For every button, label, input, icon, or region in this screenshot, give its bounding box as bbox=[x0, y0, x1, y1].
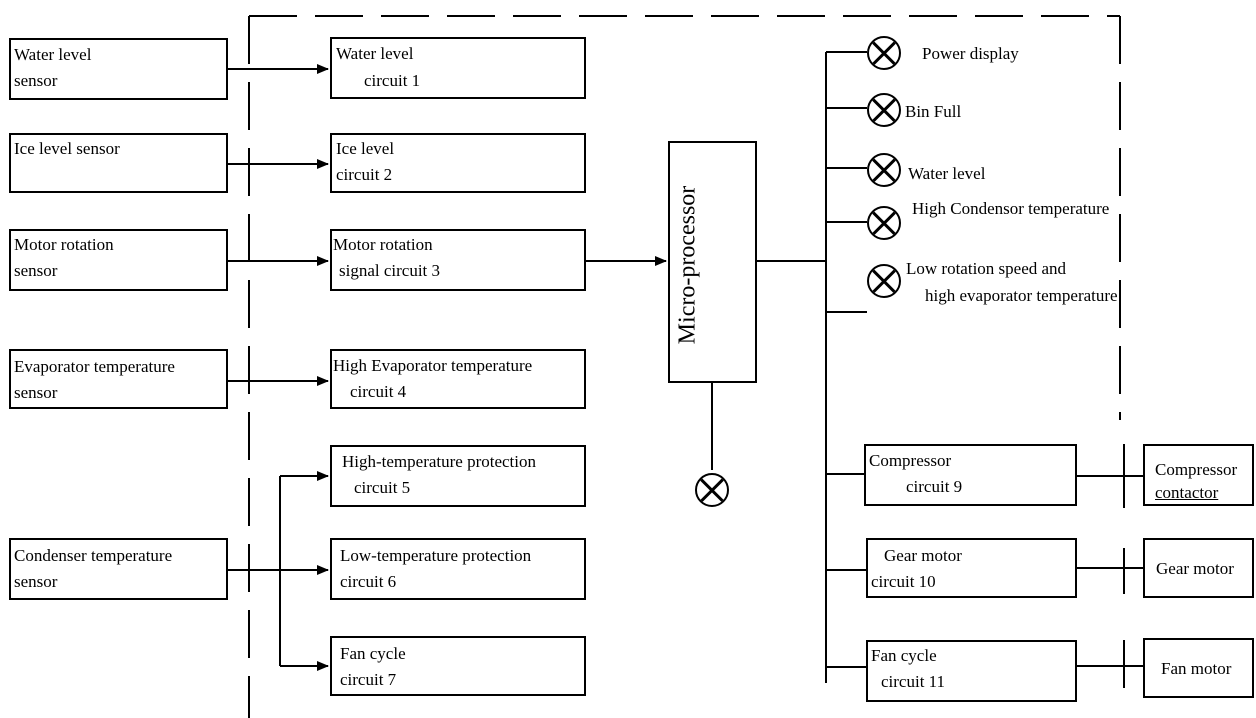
ice-level-sensor-box: Ice level sensor bbox=[9, 133, 228, 193]
compressor-circuit-9: Compressor circuit 9 bbox=[864, 444, 1077, 506]
bin-full-label: Bin Full bbox=[905, 102, 962, 121]
fan-motor-label: Fan motor bbox=[1161, 659, 1232, 678]
compressor-contactor-box: Compressor contactor bbox=[1143, 444, 1254, 506]
circuit-1-label-2: circuit 1 bbox=[364, 71, 421, 90]
ice-level-sensor-label: Ice level sensor bbox=[14, 139, 120, 158]
circuit-3-label-2: signal circuit 3 bbox=[339, 261, 441, 280]
circuit-10-label-2: circuit 10 bbox=[871, 572, 936, 591]
condenser-sensor-label-2: sensor bbox=[14, 572, 58, 591]
circuit-1-label-1: Water level bbox=[336, 44, 414, 63]
high-evaporator-temperature-circuit-4: High Evaporator temperature circuit 4 bbox=[330, 349, 586, 409]
circuit-7-label-1: Fan cycle bbox=[340, 644, 406, 663]
buzzer-lamp-icon bbox=[695, 473, 729, 507]
compressor-contactor-label-1: Compressor bbox=[1155, 460, 1238, 479]
condenser-temperature-sensor-box: Condenser temperature sensor bbox=[9, 538, 228, 600]
high-condensor-label: High Condensor temperature bbox=[912, 199, 1110, 218]
power-display-label: Power display bbox=[922, 44, 1019, 63]
dashed-enclosure bbox=[248, 15, 1121, 718]
compressor-contactor-label-2: contactor bbox=[1155, 483, 1219, 502]
circuit-5-label-2: circuit 5 bbox=[354, 478, 411, 497]
circuit-6-label-1: Low-temperature protection bbox=[340, 546, 532, 565]
motor-rotation-sensor-box: Motor rotation sensor bbox=[9, 229, 228, 291]
high-condensor-lamp-icon bbox=[867, 206, 901, 240]
circuit-3-label-1: Motor rotation bbox=[333, 235, 433, 254]
gear-motor-box: Gear motor bbox=[1143, 538, 1254, 598]
circuit-9-label-2: circuit 9 bbox=[906, 477, 963, 496]
fan-motor-box: Fan motor bbox=[1143, 638, 1254, 698]
low-rotation-lamp-icon bbox=[867, 264, 901, 298]
low-rotation-label-1: Low rotation speed and bbox=[906, 259, 1067, 278]
water-level-lamp-icon bbox=[867, 153, 901, 187]
circuit-4-label-1: High Evaporator temperature bbox=[333, 356, 533, 375]
low-rotation-label-2: high evaporator temperature bbox=[925, 286, 1118, 305]
microprocessor-box bbox=[668, 141, 757, 383]
evaporator-temperature-sensor-box: Evaporator temperature sensor bbox=[9, 349, 228, 409]
low-temperature-protection-circuit-6: Low-temperature protection circuit 6 bbox=[330, 538, 586, 600]
evaporator-sensor-label-2: sensor bbox=[14, 383, 58, 402]
ice-level-circuit-2: Ice level circuit 2 bbox=[330, 133, 586, 193]
power-display-lamp-icon bbox=[867, 36, 901, 70]
water-level-sensor-box: Water level sensor bbox=[9, 38, 228, 100]
motor-rotation-sensor-label-1: Motor rotation bbox=[14, 235, 114, 254]
circuit-7-label-2: circuit 7 bbox=[340, 670, 397, 689]
circuit-11-label-1: Fan cycle bbox=[871, 646, 937, 665]
gear-motor-circuit-10: Gear motor circuit 10 bbox=[866, 538, 1077, 598]
evaporator-sensor-label-1: Evaporator temperature bbox=[14, 357, 175, 376]
condenser-sensor-label-1: Condenser temperature bbox=[14, 546, 173, 565]
motor-rotation-circuit-3: Motor rotation signal circuit 3 bbox=[330, 229, 586, 291]
circuit-6-label-2: circuit 6 bbox=[340, 572, 397, 591]
motor-rotation-sensor-label-2: sensor bbox=[14, 261, 58, 280]
microprocessor-label: Micro-processor bbox=[674, 185, 701, 345]
bin-full-lamp-icon bbox=[867, 93, 901, 127]
gear-motor-label: Gear motor bbox=[1156, 559, 1234, 578]
circuit-2-label-2: circuit 2 bbox=[336, 165, 393, 184]
fan-cycle-circuit-7: Fan cycle circuit 7 bbox=[330, 636, 586, 696]
water-level-indicator-label: Water level bbox=[908, 164, 986, 183]
circuit-2-label-1: Ice level bbox=[336, 139, 395, 158]
water-level-sensor-label-1: Water level bbox=[14, 45, 92, 64]
high-temperature-protection-circuit-5: High-temperature protection circuit 5 bbox=[330, 445, 586, 507]
water-level-circuit-1: Water level circuit 1 bbox=[330, 37, 586, 99]
circuit-5-label-1: High-temperature protection bbox=[342, 452, 537, 471]
fan-cycle-circuit-11: Fan cycle circuit 11 bbox=[866, 640, 1077, 702]
circuit-11-label-2: circuit 11 bbox=[881, 672, 946, 691]
circuit-10-label-1: Gear motor bbox=[884, 546, 962, 565]
circuit-4-label-2: circuit 4 bbox=[350, 382, 407, 401]
circuit-9-label-1: Compressor bbox=[869, 451, 952, 470]
water-level-sensor-label-2: sensor bbox=[14, 71, 58, 90]
